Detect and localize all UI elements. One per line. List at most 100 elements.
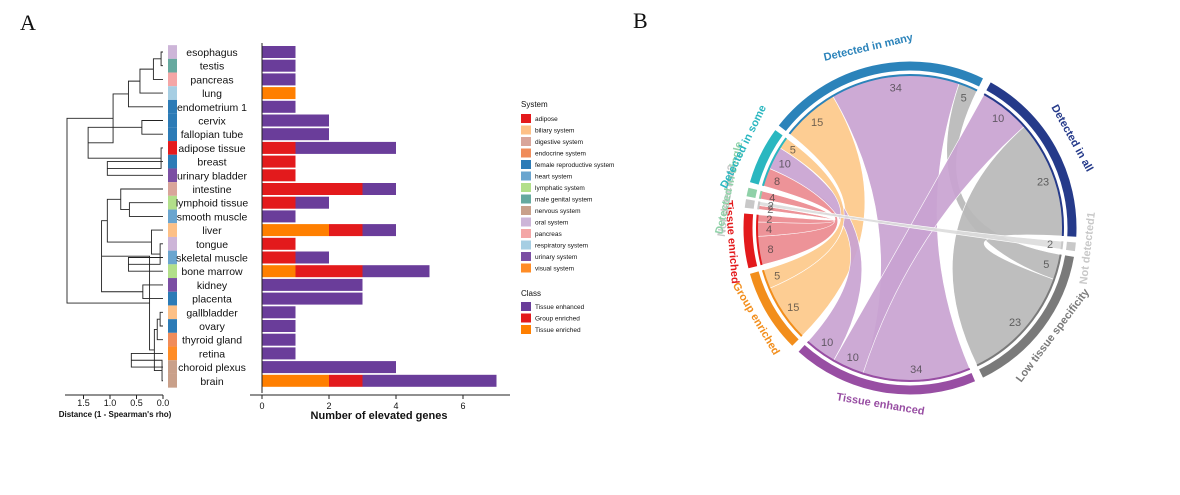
bar-chart xyxy=(262,46,497,387)
legend-swatch xyxy=(521,183,531,192)
chord-link-value: 2 xyxy=(768,200,774,212)
dendrogram-branch xyxy=(142,284,163,300)
chord-sector-inner-arc xyxy=(756,214,763,266)
legend-swatch xyxy=(521,325,531,334)
legend-label: adipose xyxy=(535,116,558,123)
bar-segment xyxy=(262,141,296,154)
dendrogram-branch xyxy=(153,328,163,371)
tissue-label: choroid plexus xyxy=(178,362,246,374)
bar-segment xyxy=(262,87,296,100)
tissue-color-swatch xyxy=(168,168,177,183)
chord-sector-arc xyxy=(778,61,983,132)
tissue-label: esophagus xyxy=(186,47,237,59)
chord-sector-label: Tissue enhanced xyxy=(836,391,926,418)
chord-link-value: 5 xyxy=(790,145,796,157)
chord-link-value: 8 xyxy=(768,244,774,256)
bar-segment xyxy=(262,155,296,168)
tissue-label: breast xyxy=(197,157,226,169)
dendrogram-branch xyxy=(151,229,163,255)
panel-a-label: A xyxy=(20,10,36,35)
tissue-label: fallopian tube xyxy=(181,129,244,141)
tissue-color-swatch xyxy=(168,209,177,224)
tissue-color-swatch xyxy=(168,154,177,169)
tissue-label: cervix xyxy=(198,116,226,128)
tissue-color-swatch xyxy=(168,305,177,320)
chord-link-value: 15 xyxy=(787,302,799,314)
chord-sectors xyxy=(743,61,1077,395)
chord-link-value: 2 xyxy=(766,214,772,226)
legend-class-title: Class xyxy=(521,289,541,298)
tissue-color-swatch xyxy=(168,332,177,347)
dendrogram-branch xyxy=(128,202,163,217)
chord-link xyxy=(758,201,1063,250)
legend-label: Tissue enriched xyxy=(535,327,581,334)
tissue-label: bone marrow xyxy=(181,266,243,278)
chord-diagram: 15153434551010232388101055442222Detected… xyxy=(713,31,1098,417)
tissue-label: placenta xyxy=(192,294,232,306)
bar-segment xyxy=(362,374,497,387)
dendrogram-branch xyxy=(159,311,163,327)
bar-segment xyxy=(262,183,363,195)
chord-sector-arc xyxy=(749,271,799,346)
tissue-color-swatch xyxy=(168,86,177,100)
bar-x-axis-title: Number of elevated genes xyxy=(311,410,448,422)
bar-segment xyxy=(262,224,329,237)
bar-segment xyxy=(329,224,363,237)
dendrogram-tick-label: 0.5 xyxy=(130,398,143,408)
tissue-color-swatch xyxy=(168,99,177,114)
legend-label: Group enriched xyxy=(535,316,580,323)
tissue-color-swatch xyxy=(168,58,177,73)
dendrogram-tick-label: 0.0 xyxy=(157,398,170,408)
bar-segment xyxy=(262,278,363,291)
legend-label: oral system xyxy=(535,220,568,227)
dendrogram-branch xyxy=(120,188,163,210)
chord-link-value: 23 xyxy=(1009,317,1021,329)
bar-segment xyxy=(262,46,296,58)
legend-label: visual system xyxy=(535,266,574,273)
dendrogram-branch xyxy=(139,68,163,94)
chord-link-value: 4 xyxy=(769,192,775,204)
legend-swatch xyxy=(521,114,531,123)
chord-link-value: 8 xyxy=(774,176,780,188)
tissue-label: skeletal muscle xyxy=(176,253,248,265)
chord-sector-label: Detected in some xyxy=(718,103,769,190)
bar-segment xyxy=(295,265,363,278)
chord-sector-arc xyxy=(743,213,758,269)
bar-segment xyxy=(262,361,396,374)
chord-links xyxy=(756,74,1064,382)
legend-swatch xyxy=(521,148,531,158)
bar-segment xyxy=(262,265,296,278)
legend-swatch xyxy=(521,125,531,135)
chord-sector-label: Not detected1 xyxy=(1078,211,1098,285)
panel-b-label: B xyxy=(633,8,648,33)
chord-link-value: 10 xyxy=(779,158,791,170)
tissue-color-swatch xyxy=(168,182,177,196)
tissue-color-swatch xyxy=(168,264,177,279)
chord-link-value: 5 xyxy=(1043,259,1049,271)
tissue-label: retina xyxy=(199,348,225,360)
chord-sector-arc xyxy=(746,187,758,198)
chord-link-value: 34 xyxy=(890,83,902,95)
chord-sector-arc xyxy=(749,130,783,185)
bar-segment xyxy=(262,237,296,250)
bar-segment xyxy=(262,210,296,223)
tissue-color-swatch xyxy=(168,72,177,87)
dendrogram-branch xyxy=(66,117,150,304)
tissue-color-swatch xyxy=(168,127,177,142)
legend-swatch xyxy=(521,160,531,169)
legend-label: heart system xyxy=(535,174,572,181)
tissue-label: lung xyxy=(202,88,222,100)
bar-segment xyxy=(262,100,296,113)
tissue-label: brain xyxy=(200,376,224,388)
dendrogram-branch xyxy=(127,80,163,108)
bar-segment xyxy=(262,73,296,86)
tissue-color-swatch xyxy=(168,291,177,306)
chord-sector-arc xyxy=(798,345,976,395)
dendrogram-branch xyxy=(152,58,163,80)
chord-link-value: 4 xyxy=(766,224,772,236)
dendrogram-branch xyxy=(160,51,163,67)
chord-link-value: 10 xyxy=(847,352,859,364)
